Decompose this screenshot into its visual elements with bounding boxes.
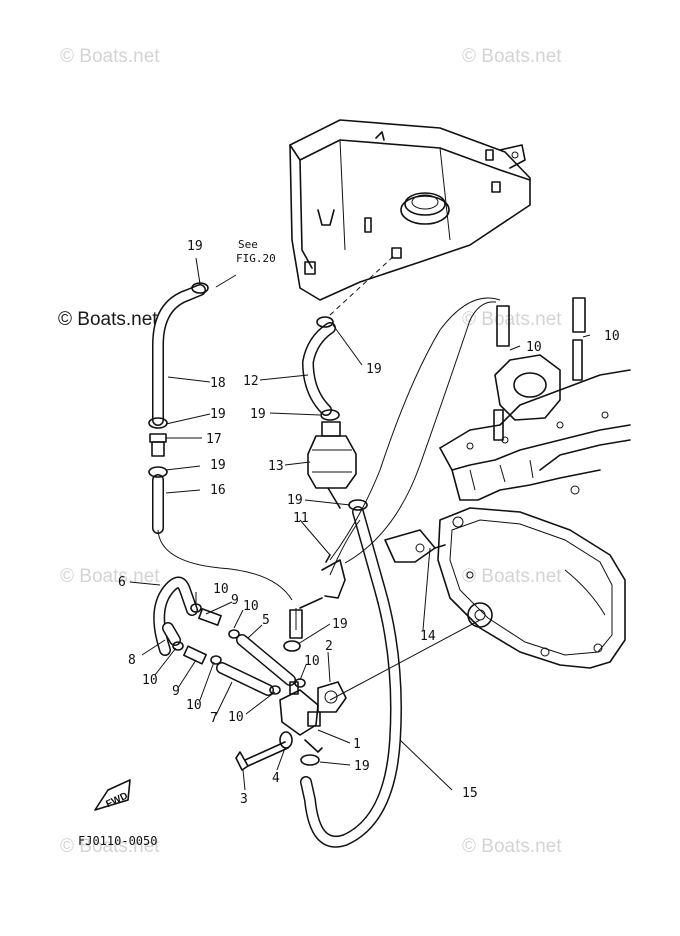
callout-9: 9: [231, 593, 239, 608]
hose-15: [300, 506, 402, 848]
routing-line-engine: [329, 619, 481, 701]
hose-18: [152, 284, 206, 426]
watermark-mid-right: © Boats.net: [462, 309, 562, 330]
callout-labels: 19 See FIG.20 18 19 17 19 16 19 12 19 13…: [118, 238, 620, 807]
clamps: [148, 282, 368, 766]
callout-3: 3: [240, 792, 248, 807]
watermark-bottom-left: © Boats.net: [60, 836, 160, 857]
callout-11: 11: [293, 511, 309, 526]
watermark-bottom-right: © Boats.net: [462, 836, 562, 857]
callout-16: 16: [210, 483, 226, 498]
see-label: See: [238, 238, 258, 251]
callout-9: 9: [172, 684, 180, 699]
fuel-tank: [289, 119, 531, 316]
fitting-17: [149, 433, 167, 457]
callout-10: 10: [604, 329, 620, 344]
callout-1: 1: [353, 737, 361, 752]
routing-line-tank-2: [344, 301, 497, 564]
diagram-code: FJ0110-0050: [78, 834, 157, 848]
callout-19: 19: [366, 362, 382, 377]
callout-2: 2: [325, 639, 333, 654]
gasket-2: [317, 681, 347, 713]
washer-4: [279, 731, 293, 749]
callout-8: 8: [128, 653, 136, 668]
callout-17: 17: [206, 432, 222, 447]
callout-19: 19: [210, 407, 226, 422]
callout-12: 12: [243, 374, 259, 389]
figure-reference: FIG.20: [236, 252, 276, 265]
fuel-cock: [279, 681, 323, 753]
callout-7: 7: [210, 711, 218, 726]
callout-10: 10: [304, 654, 320, 669]
callout-6: 6: [118, 575, 126, 590]
callout-15: 15: [462, 786, 478, 801]
hose-6: [153, 576, 198, 656]
bolt-3: [235, 741, 289, 771]
leader-lines: [129, 257, 591, 791]
hose-8: [162, 622, 181, 646]
callout-10: 10: [526, 340, 542, 355]
callout-5: 5: [262, 613, 270, 628]
watermark-left-dark: © Boats.net: [58, 309, 158, 330]
callout-10: 10: [186, 698, 202, 713]
hose-5: [236, 634, 296, 686]
callout-13: 13: [268, 459, 284, 474]
callout-10: 10: [228, 710, 244, 725]
watermark-mid-left: © Boats.net: [60, 566, 160, 587]
hose-12: [302, 322, 336, 416]
fwd-label: FWD: [104, 791, 129, 811]
callout-19: 19: [187, 239, 203, 254]
routing-line-left: [157, 529, 293, 601]
callout-18: 18: [210, 376, 226, 391]
callout-10: 10: [243, 599, 259, 614]
hose-7: [216, 662, 274, 696]
callout-10: 10: [213, 582, 229, 597]
bracket-14: [384, 529, 446, 563]
watermark-top-right: © Boats.net: [462, 46, 562, 67]
callout-4: 4: [272, 771, 280, 786]
routing-line-tank: [329, 297, 501, 561]
callout-19: 19: [250, 407, 266, 422]
bracket-11: [289, 554, 346, 639]
fwd-arrow-icon: FWD: [94, 779, 131, 811]
routing-line-center: [329, 519, 361, 576]
callout-19: 19: [210, 458, 226, 473]
callout-10: 10: [142, 673, 158, 688]
watermark-top-left: © Boats.net: [60, 46, 160, 67]
callout-19: 19: [332, 617, 348, 632]
callout-14: 14: [420, 629, 436, 644]
watermark-mid-right-low: © Boats.net: [462, 566, 562, 587]
engine-block: [437, 297, 631, 669]
callout-19: 19: [354, 759, 370, 774]
callout-19: 19: [287, 493, 303, 508]
fuel-filter: [307, 421, 357, 509]
